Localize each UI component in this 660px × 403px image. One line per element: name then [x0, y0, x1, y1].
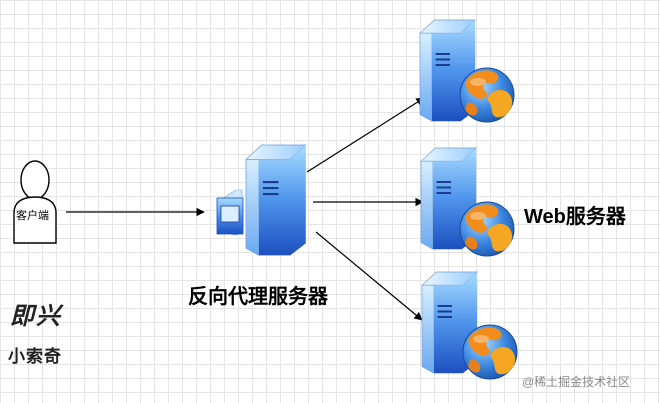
- client-label: 客户端: [16, 210, 49, 222]
- source-credit: @稀土掘金技术社区: [522, 375, 631, 389]
- proxy-server-label: 反向代理服务器: [188, 286, 328, 308]
- watermark-line-2: 小索奇: [8, 347, 62, 366]
- proxy-server-icon: [216, 144, 307, 257]
- web-server-globe-icon: [419, 19, 515, 123]
- person-icon: [13, 160, 57, 244]
- web-server-label: Web服务器: [524, 206, 626, 228]
- web-server-globe-icon: [420, 147, 515, 257]
- watermark-line-1: 即兴: [10, 303, 62, 330]
- arrow-proxy-to-server-1: [306, 97, 425, 173]
- web-server-globe-icon: [421, 271, 518, 380]
- arrow-proxy-to-server-3: [315, 231, 423, 321]
